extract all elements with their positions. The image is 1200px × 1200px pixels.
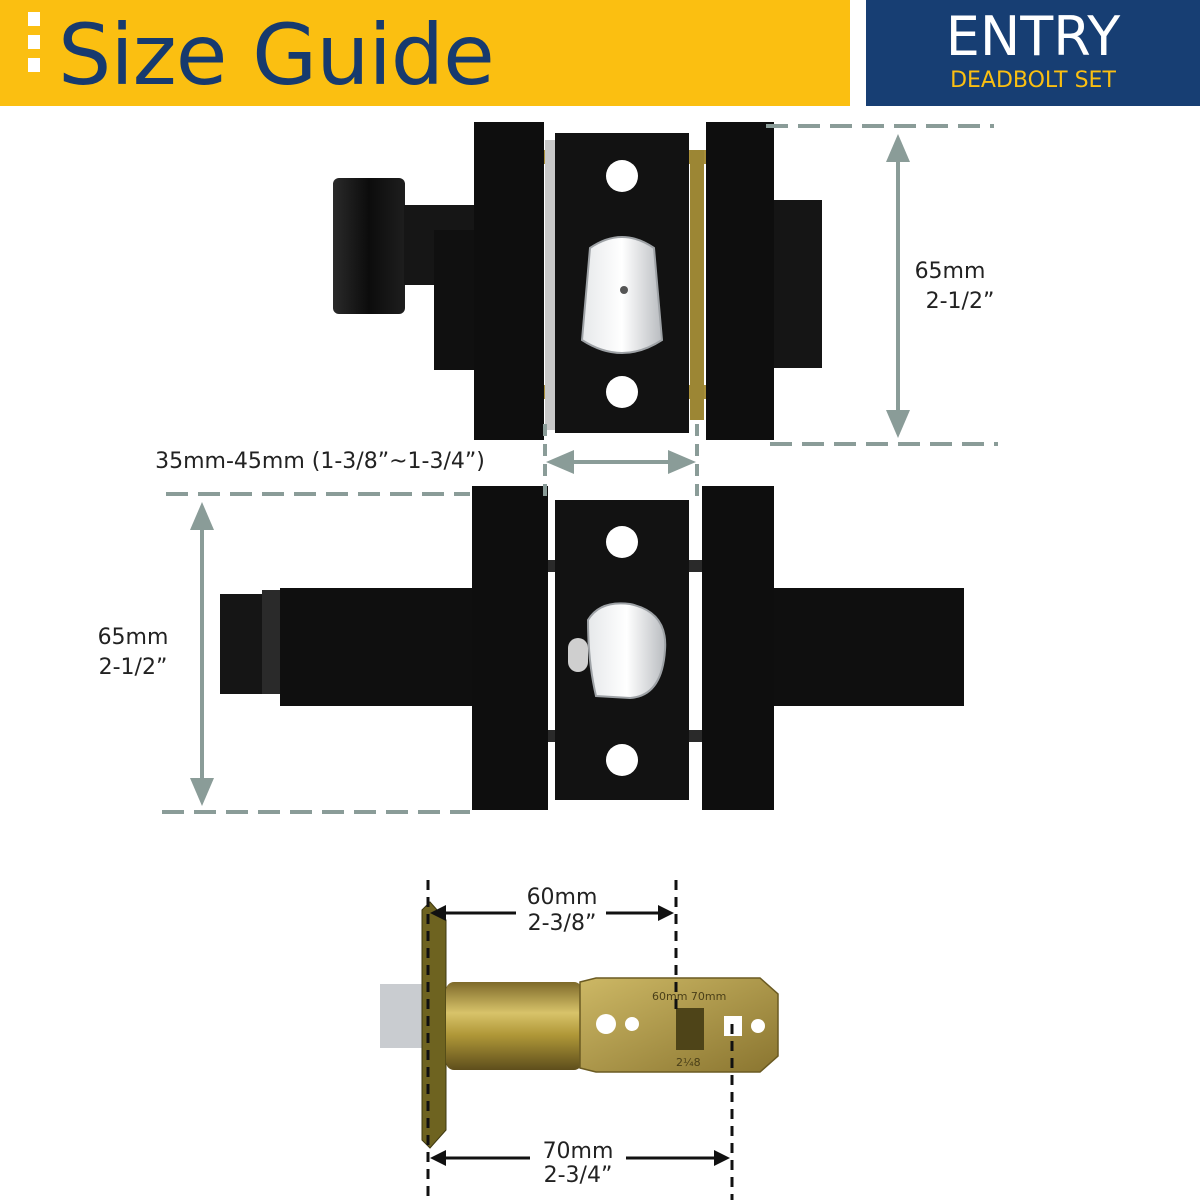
backset-short-in: 2-3/8”	[527, 911, 597, 936]
latch-engraving: 60mm 70mm	[652, 990, 726, 1003]
deadbolt-height-in: 2-1/2”	[925, 289, 995, 314]
size-guide-banner: Size Guide	[0, 0, 850, 106]
screw-hole	[606, 526, 638, 558]
arrow-up-icon	[190, 502, 214, 530]
latch-face	[421, 901, 447, 1149]
arrow-right-icon	[668, 450, 696, 474]
deadbolt-bolt	[580, 236, 664, 354]
dimension-arrows	[190, 134, 910, 806]
backset-arrows	[430, 905, 730, 1166]
deadbolt-left-rose	[474, 122, 544, 440]
backset-lines	[426, 880, 734, 1200]
lever-assembly	[220, 486, 964, 810]
lever-height-in: 2-1/2”	[98, 655, 168, 680]
badge-title: ENTRY	[945, 5, 1121, 68]
deadbolt-height-mm: 65mm	[914, 259, 986, 284]
entry-badge	[866, 0, 1200, 106]
banner-dots-icon	[28, 12, 42, 81]
lever-left-rose	[472, 486, 548, 810]
backset-long-mm: 70mm	[542, 1139, 614, 1164]
badge-subtitle: DEADBOLT SET	[950, 68, 1116, 93]
lever-height-mm: 65mm	[97, 625, 169, 650]
door-thickness-label: 35mm-45mm (1-3/8”~1-3/4”)	[155, 449, 485, 474]
backset-long-in: 2-3/4”	[543, 1163, 613, 1188]
latch-engraving-fraction: 2¼8	[676, 1056, 701, 1069]
deadbolt-right-rose	[706, 122, 774, 440]
deadbolt-assembly	[333, 122, 822, 440]
screw-hole	[606, 376, 638, 408]
thumb-turn	[333, 178, 405, 314]
latch-bolt	[586, 602, 667, 700]
screw-hole	[606, 160, 638, 192]
left-lever	[280, 588, 474, 706]
lever-right-rose	[702, 486, 774, 810]
page-title: Size Guide	[58, 6, 495, 104]
latch-mechanism	[380, 901, 779, 1149]
backset-short-mm: 60mm	[526, 885, 598, 910]
latch-cylinder	[446, 982, 582, 1070]
arrow-down-icon	[190, 778, 214, 806]
arrow-left-icon	[546, 450, 574, 474]
dimension-lines	[162, 124, 998, 814]
screw-hole	[606, 744, 638, 776]
arrow-up-icon	[886, 134, 910, 162]
right-lever	[774, 588, 964, 706]
arrow-down-icon	[886, 410, 910, 438]
